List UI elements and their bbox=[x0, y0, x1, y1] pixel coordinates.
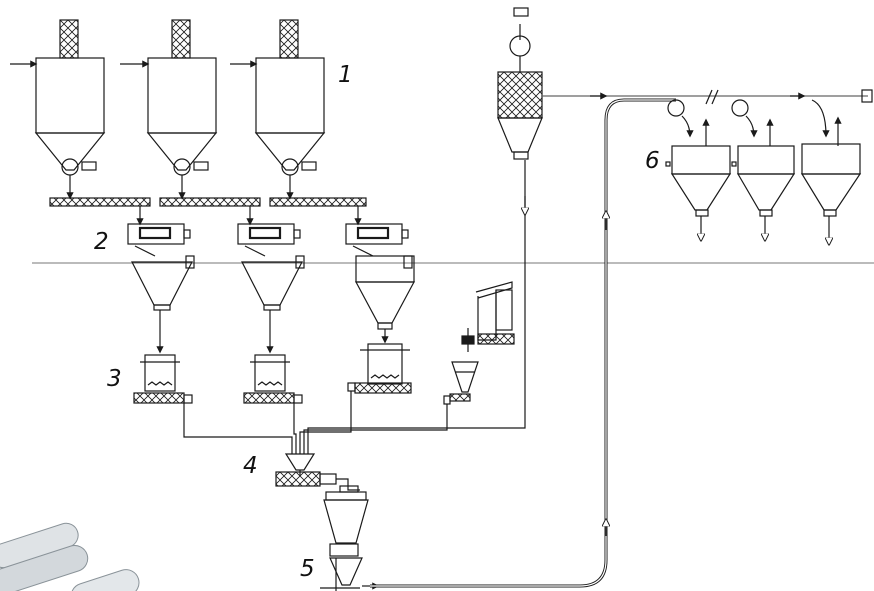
raw-material-silo-2 bbox=[120, 19, 218, 200]
screw-conveyor-right bbox=[269, 197, 367, 226]
raw-material-silo-3 bbox=[230, 19, 326, 200]
stage-label-extruder: 5 bbox=[300, 556, 315, 582]
stage-label-product-silos: 6 bbox=[645, 148, 660, 174]
stage-label-weighers: 2 bbox=[94, 229, 109, 255]
pneumatic-transfer-line bbox=[370, 98, 676, 588]
screw-conveyor-mid bbox=[159, 197, 261, 226]
stage-label-dosing-hoppers: 3 bbox=[107, 366, 122, 392]
extruder bbox=[320, 478, 380, 591]
dosing-feeder-2 bbox=[243, 354, 303, 404]
mixer bbox=[275, 453, 337, 487]
stage-label-silos: 1 bbox=[338, 62, 353, 88]
additive-feeder bbox=[443, 281, 515, 405]
feed-lines bbox=[183, 300, 526, 454]
stage-label-mixer: 4 bbox=[243, 453, 258, 479]
product-silo-1 bbox=[665, 99, 732, 240]
dosing-feeder-1 bbox=[133, 354, 193, 404]
pipes-illustration bbox=[0, 522, 140, 591]
product-silo-3 bbox=[800, 99, 862, 244]
line-break-mark bbox=[705, 89, 719, 105]
screw-conveyor-left bbox=[49, 197, 151, 226]
sieve-unit-3 bbox=[345, 223, 416, 344]
sieve-unit-1 bbox=[127, 223, 195, 354]
product-silo-2 bbox=[731, 99, 796, 240]
dosing-feeder-3 bbox=[347, 343, 412, 394]
dust-filter-cyclone bbox=[497, 7, 873, 300]
sieve-unit-2 bbox=[237, 223, 305, 354]
raw-material-silo-1 bbox=[10, 19, 106, 200]
